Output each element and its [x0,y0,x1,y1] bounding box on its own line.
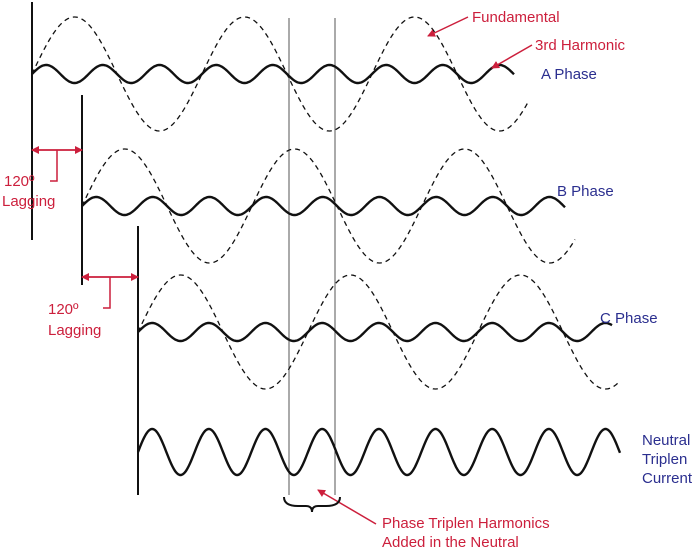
lag2-degrees-label: 120º [48,301,79,318]
third-harmonic-pointer [491,44,533,69]
lag1-degrees-label: 120º [4,173,35,190]
c-phase-fundamental-wave [137,274,619,390]
neutral-label-line1: Neutral [642,432,690,449]
bottom-caption-line2: Added in the Neutral [382,534,519,551]
neutral-label-line3: Current [642,470,693,487]
bottom-caption-line1: Phase Triplen Harmonics [382,515,550,532]
third-harmonic-label: 3rd Harmonic [535,37,626,54]
lagging-dimension-2 [81,273,139,309]
neutral-sum-brace [283,496,341,513]
a-phase-third-harmonic-wave [31,63,515,85]
b-phase-third-harmonic-wave [81,195,566,217]
b-phase-label: B Phase [557,183,614,200]
lag2-text-label: Lagging [48,322,101,339]
a-phase-fundamental-wave [31,16,529,132]
fundamental-label: Fundamental [472,9,560,26]
fundamental-pointer [427,16,469,37]
neutral-triplen-current-wave [136,427,622,477]
lagging-dimension-1 [31,146,83,182]
neutral-sum-pointer [317,489,377,525]
neutral-label-line2: Triplen [642,451,687,468]
b-phase-fundamental-wave [81,148,576,264]
c-phase-third-harmonic-wave [137,321,613,343]
lag1-text-label: Lagging [2,193,55,210]
a-phase-label: A Phase [541,66,597,83]
c-phase-label: C Phase [600,310,658,327]
